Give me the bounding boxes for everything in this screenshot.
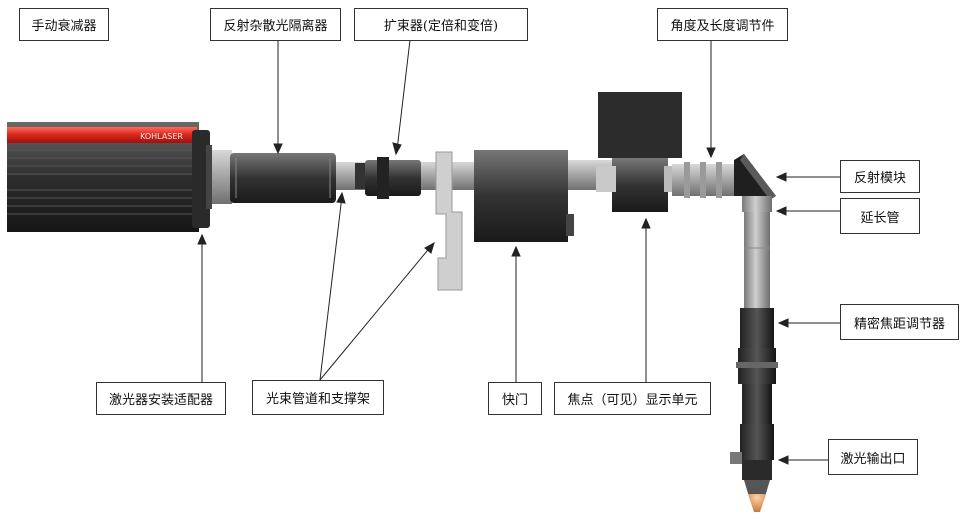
brand-mark: KOHLASER bbox=[140, 132, 183, 141]
precision-focus-adjuster bbox=[736, 308, 778, 460]
label-precision-focus-adjuster: 精密焦距调节器 bbox=[840, 304, 959, 340]
label-beam-expander: 扩束器(定倍和变倍) bbox=[354, 8, 528, 41]
label-reflection-module: 反射模块 bbox=[840, 160, 920, 193]
support-bracket bbox=[435, 151, 463, 291]
reflection-isolator bbox=[230, 153, 336, 203]
label-extension-tube: 延长管 bbox=[840, 198, 920, 234]
mount-adapter bbox=[206, 145, 232, 209]
beam-expander bbox=[355, 157, 421, 199]
label-laser-mount-adapter: 激光器安装适配器 bbox=[96, 382, 226, 415]
label-beam-tube-support: 光束管道和支撑架 bbox=[252, 380, 384, 415]
label-focus-display-unit: 焦点（可见）显示单元 bbox=[554, 382, 711, 415]
label-shutter: 快门 bbox=[488, 382, 542, 415]
label-manual-attenuator: 手动衰减器 bbox=[19, 8, 109, 41]
output-nozzle bbox=[730, 452, 772, 512]
angle-length-adjuster bbox=[672, 162, 736, 198]
label-laser-output: 激光输出口 bbox=[828, 439, 918, 475]
leader-lines bbox=[197, 39, 840, 465]
reflection-module bbox=[734, 154, 776, 200]
shutter-unit bbox=[474, 150, 574, 242]
laser-source: KOHLASER bbox=[7, 122, 210, 232]
label-reflection-isolator: 反射杂散光隔离器 bbox=[210, 8, 341, 41]
extension-tube bbox=[742, 196, 772, 308]
focus-display-unit bbox=[596, 92, 682, 212]
label-angle-length-adjuster: 角度及长度调节件 bbox=[657, 8, 788, 41]
